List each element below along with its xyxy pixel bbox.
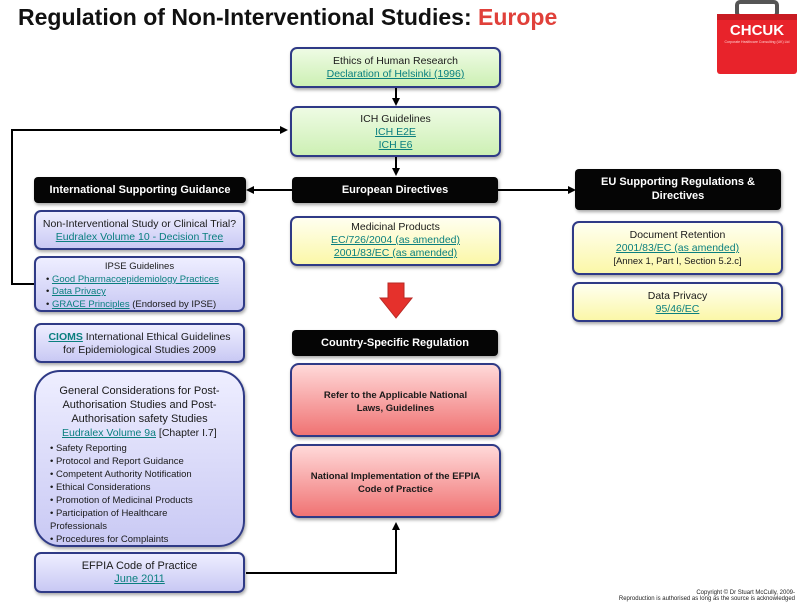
efpia-title: EFPIA Code of Practice — [81, 560, 198, 572]
cioms-line1: CIOMS International Ethical Guidelines — [36, 331, 243, 344]
country-specific-header: Country-Specific Regulation — [292, 330, 498, 356]
ethics-box: Ethics of Human Research Declaration of … — [290, 47, 501, 88]
international-guidance-header: International Supporting Guidance — [34, 177, 246, 203]
efpia-box: EFPIA Code of Practice June 2011 — [34, 552, 245, 593]
list-item: • Competent Authority Notification — [50, 469, 192, 480]
ipse-item: • GRACE Principles (Endorsed by IPSE) — [46, 298, 217, 310]
efpia-implementation-box: National Implementation of the EFPIA Cod… — [290, 444, 501, 518]
reproduction-line: Reproduction is authorised as long as th… — [618, 596, 795, 602]
connector-lines — [11, 88, 576, 574]
doc-retention-note: [Annex 1, Part I, Section 5.2.c] — [613, 256, 742, 267]
efpia-june-2011-link[interactable]: June 2011 — [114, 573, 165, 585]
data-privacy-box: Data Privacy 95/46/EC — [572, 282, 783, 322]
nis-title: Non-Interventional Study or Clinical Tri… — [42, 218, 237, 230]
ipse-data-privacy-link[interactable]: Data Privacy — [51, 286, 106, 297]
cioms-line2: for Epidemiological Studies 2009 — [63, 344, 216, 356]
briefcase-icon — [717, 0, 797, 74]
grace-link[interactable]: GRACE Principles — [51, 298, 130, 310]
document-retention-box: Document Retention 2001/83/EC (as amende… — [572, 221, 783, 275]
ipse-title: IPSE Guidelines — [104, 261, 175, 272]
nis-box: Non-Interventional Study or Clinical Tri… — [34, 210, 245, 250]
list-item: • Promotion of Medicinal Products — [50, 495, 193, 506]
general-title: General Considerations for Post-Authoris… — [59, 385, 220, 425]
cioms-link[interactable]: CIOMS — [48, 331, 83, 343]
list-item: • Ethical Considerations — [50, 482, 151, 493]
list-item: • Safety Reporting — [50, 443, 127, 454]
copyright-line: Copyright © Dr Stuart McCully, 2009- — [696, 590, 795, 596]
cioms-text1: International Ethical Guidelines — [82, 331, 231, 343]
european-directives-header: European Directives — [292, 177, 498, 203]
general-link-line: Eudralex Volume 9a [Chapter I.7] — [50, 426, 235, 440]
eudralex-vol9a-link[interactable]: Eudralex Volume 9a — [62, 427, 156, 439]
doc-retention-link[interactable]: 2001/83/EC (as amended) — [615, 242, 740, 254]
ethics-title: Ethics of Human Research — [333, 55, 458, 67]
national-laws-box: Refer to the Applicable National Laws, G… — [290, 363, 501, 437]
medicinal-title: Medicinal Products — [351, 221, 440, 233]
eudralex-vol10-link[interactable]: Eudralex Volume 10 - Decision Tree — [55, 231, 224, 243]
chcuk-logo: CHCUK Corporate Healthcare Consulting (U… — [713, 0, 801, 76]
title-accent: Europe — [478, 4, 558, 30]
cioms-box: CIOMS International Ethical Guidelines f… — [34, 323, 245, 363]
doc-retention-title: Document Retention — [629, 229, 726, 241]
medicinal-products-box: Medicinal Products EC/726/2004 (as amend… — [290, 216, 501, 266]
ipse-item: • Data Privacy — [46, 286, 106, 297]
data-privacy-title: Data Privacy — [647, 290, 708, 302]
copyright-footer: Copyright © Dr Stuart McCully, 2009- Rep… — [619, 590, 795, 602]
ec-726-link[interactable]: EC/726/2004 (as amended) — [331, 234, 460, 246]
ich-title: ICH Guidelines — [360, 113, 431, 125]
ich-e2e-link[interactable]: ICH E2E — [375, 126, 416, 138]
eu-regulations-header: EU Supporting Regulations & Directives — [575, 169, 781, 210]
title-main: Regulation of Non-Interventional Studies… — [18, 4, 478, 30]
page-title: Regulation of Non-Interventional Studies… — [18, 4, 557, 31]
ipse-box: IPSE Guidelines • Good Pharmacoepidemiol… — [34, 256, 245, 312]
list-item: • Protocol and Report Guidance — [50, 456, 184, 467]
red-down-arrow — [378, 282, 414, 319]
grace-suffix: (Endorsed by IPSE) — [129, 298, 217, 310]
list-item: • Participation of Healthcare Profession… — [50, 508, 168, 532]
ich-e6-link[interactable]: ICH E6 — [378, 139, 413, 151]
logo-subtext: Corporate Healthcare Consulting (UK) Ltd — [724, 40, 790, 44]
list-item: • Procedures for Complaints — [50, 534, 169, 545]
ipse-item: • Good Pharmacoepidemiology Practices — [46, 273, 219, 285]
2001-83-link[interactable]: 2001/83/EC (as amended) — [333, 247, 458, 259]
data-privacy-link[interactable]: 95/46/EC — [655, 303, 700, 315]
logo-text: CHCUK — [729, 22, 785, 39]
general-considerations-box: General Considerations for Post-Authoris… — [34, 370, 245, 547]
gpp-link[interactable]: Good Pharmacoepidemiology Practices — [51, 273, 219, 285]
general-link-suffix: [Chapter I.7] — [155, 427, 217, 439]
helsinki-link[interactable]: Declaration of Helsinki (1996) — [326, 68, 465, 80]
ich-box: ICH Guidelines ICH E2E ICH E6 — [290, 106, 501, 157]
